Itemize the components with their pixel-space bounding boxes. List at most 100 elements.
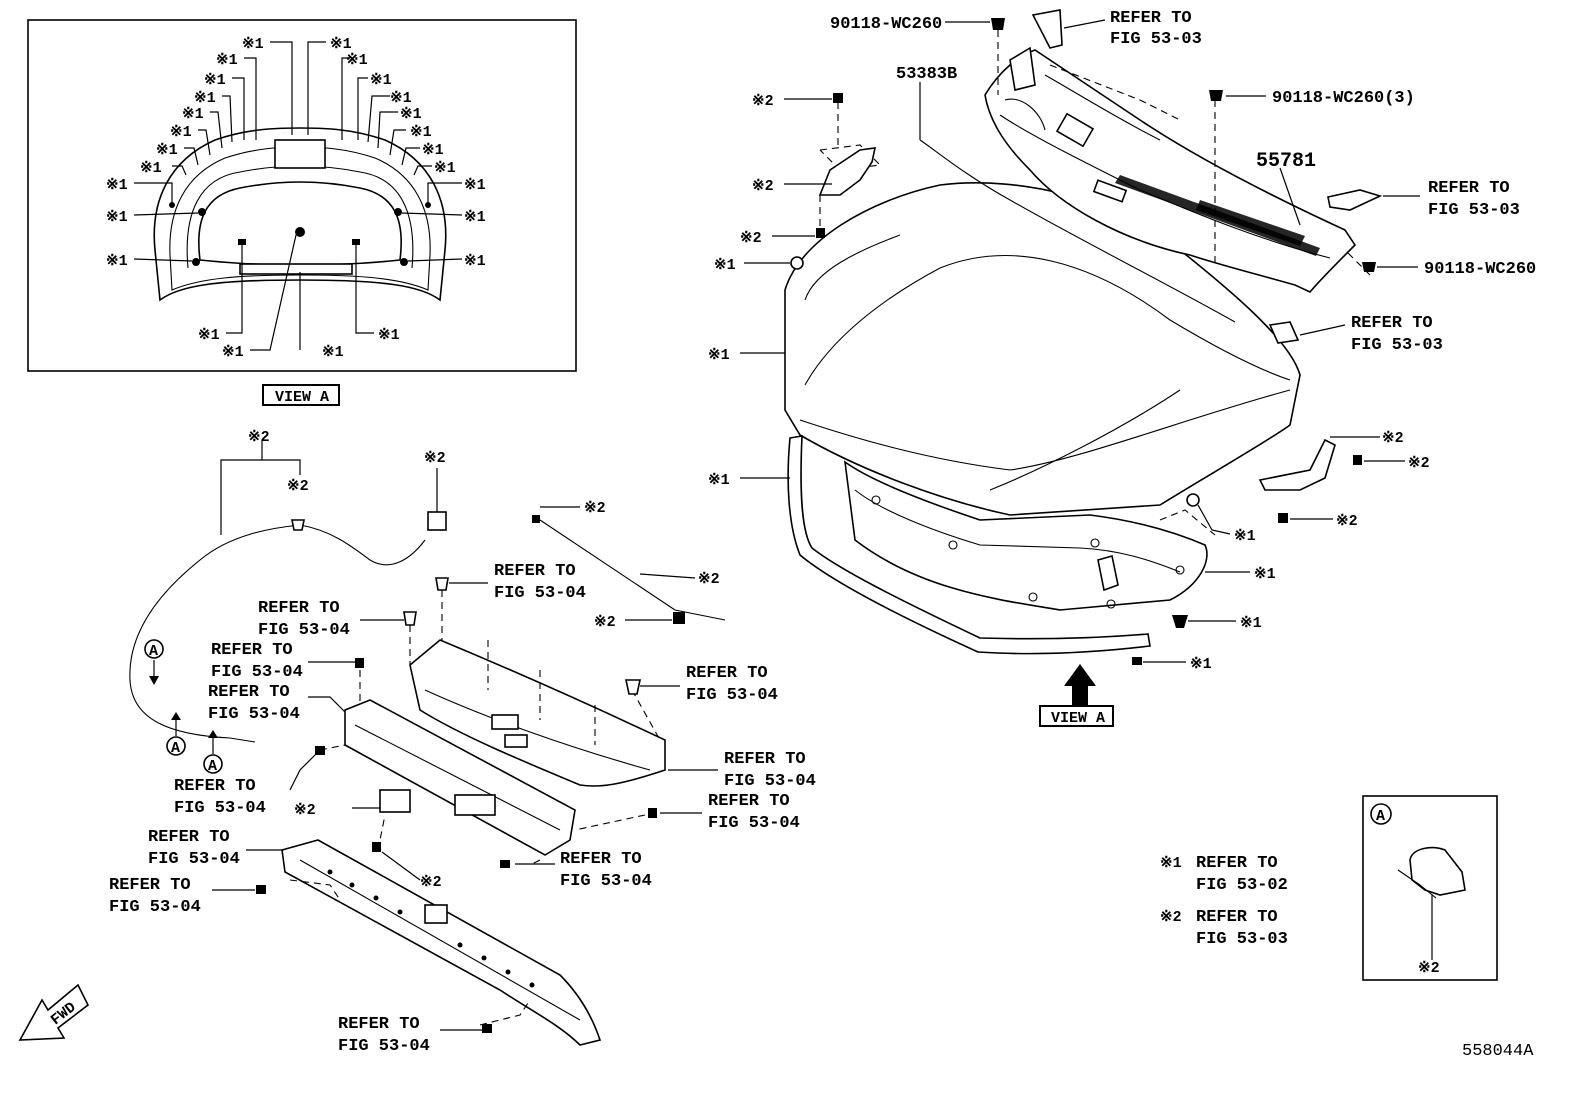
callout-mark1: ※1 xyxy=(106,253,128,270)
detail-a-inset: A ※2 xyxy=(1362,795,1498,981)
callout-mark1: ※1 xyxy=(242,36,264,53)
cable-clip-detail xyxy=(1409,846,1466,896)
refer-fig-label: FIG 53-04 xyxy=(338,1037,430,1056)
hood-bumper xyxy=(1268,321,1300,344)
svg-text:A: A xyxy=(171,740,180,757)
inset-callouts: ※1 ※1 ※1 ※1 ※1 ※1 ※1 ※1 ※1 ※1 ※1 ※1 ※1 ※… xyxy=(106,36,486,361)
refer-label: REFER TO xyxy=(724,750,806,769)
callout-mark2: ※2 xyxy=(594,614,616,631)
grommet-icon xyxy=(1186,493,1200,507)
bolt-icon xyxy=(500,860,510,868)
hood-assembly: VIEW A 90118-WC260 REFER TO FIG 53-03 53… xyxy=(708,9,1536,727)
release-cable-assembly: A A A xyxy=(109,429,816,1056)
clip-icon xyxy=(1209,90,1223,101)
refer-label: REFER TO xyxy=(148,828,230,847)
hood-latch xyxy=(379,789,411,813)
refer-fig-label: FIG 53-04 xyxy=(708,814,800,833)
circle-a-icon xyxy=(144,639,164,659)
refer-label: REFER TO xyxy=(174,777,256,796)
bolt-icon xyxy=(482,1024,492,1033)
callout-mark1: ※1 xyxy=(1234,528,1256,545)
hood-hinge-right xyxy=(1258,438,1336,491)
callout-mark1: ※1 xyxy=(156,142,178,159)
refer-fig-label: FIG 53-04 xyxy=(109,898,201,917)
callout-mark1: ※1 xyxy=(708,347,730,364)
part-number-label: 55781 xyxy=(1256,150,1316,173)
view-a-text: VIEW A xyxy=(275,389,329,406)
callout-mark2: ※2 xyxy=(698,571,720,588)
hood-side-crease xyxy=(989,389,1181,491)
callout-mark1: ※1 xyxy=(182,106,204,123)
hood-support-rod xyxy=(539,519,676,611)
callout-mark2: ※2 xyxy=(424,450,446,467)
callout-mark1: ※1 xyxy=(170,124,192,141)
clip-icon xyxy=(291,519,305,531)
part-number-label: 53383B xyxy=(896,65,957,84)
legend-fig: FIG 53-03 xyxy=(1196,930,1288,949)
hood-hinge-left xyxy=(818,147,877,196)
callout-mark1: ※1 xyxy=(106,177,128,194)
bolt-icon xyxy=(372,842,381,852)
callout-mark2: ※2 xyxy=(1408,455,1430,472)
refer-label: REFER TO xyxy=(208,683,290,702)
clip-icon xyxy=(1172,615,1188,628)
svg-text:A: A xyxy=(1376,808,1385,825)
callout-mark1: ※1 xyxy=(198,327,220,344)
inset-latch xyxy=(274,139,326,169)
circle-a-markers: A A A xyxy=(144,639,223,775)
refer-label: REFER TO xyxy=(494,562,576,581)
refer-label: REFER TO xyxy=(1110,9,1192,28)
fwd-arrow-icon xyxy=(18,983,90,1041)
legend-text: REFER TO xyxy=(1196,908,1278,927)
refer-label: REFER TO xyxy=(109,876,191,895)
hood-crease xyxy=(804,254,1291,386)
refer-fig-label: FIG 53-04 xyxy=(208,705,300,724)
hood-inner-bracket xyxy=(1097,554,1119,592)
callout-mark1: ※1 xyxy=(464,209,486,226)
callout-mark1: ※1 xyxy=(204,72,226,89)
refer-fig-label: FIG 53-04 xyxy=(494,584,586,603)
inset-lower-bar xyxy=(239,263,353,275)
cowl-side-cover xyxy=(1031,9,1063,49)
bolt-icon xyxy=(1353,455,1362,465)
callout-mark1: ※1 xyxy=(464,177,486,194)
radiator-support-cover xyxy=(409,639,666,787)
callout-mark1: ※1 xyxy=(422,142,444,159)
view-a-label: VIEW A xyxy=(1051,710,1105,727)
inset-hood-opening xyxy=(198,181,402,266)
bolt-icon xyxy=(833,93,843,103)
legend: ※1 REFER TO FIG 53-02 ※2 REFER TO FIG 53… xyxy=(1160,854,1288,949)
callout-mark2: ※2 xyxy=(1382,430,1404,447)
refer-label: REFER TO xyxy=(686,664,768,683)
hood-panel xyxy=(784,182,1301,516)
circle-a-icon xyxy=(166,736,186,756)
clip-icon xyxy=(1362,262,1376,272)
refer-fig-label: FIG 53-03 xyxy=(1428,201,1520,220)
callout-mark1: ※1 xyxy=(1190,656,1212,673)
callout-mark2: ※2 xyxy=(420,874,442,891)
callout-mark1: ※1 xyxy=(322,344,344,361)
refer-label: REFER TO xyxy=(1351,314,1433,333)
refer-label: REFER TO xyxy=(560,850,642,869)
hood-front-seal xyxy=(787,435,1151,655)
callout-mark2: ※2 xyxy=(1418,960,1440,977)
legend-mark1: ※1 xyxy=(1160,855,1182,872)
refer-fig-label: FIG 53-04 xyxy=(686,686,778,705)
cable-clip xyxy=(427,511,447,531)
inset-hood-inner xyxy=(169,146,431,291)
bolt-icon xyxy=(816,228,825,238)
refer-fig-label: FIG 53-03 xyxy=(1110,30,1202,49)
callout-mark1: ※1 xyxy=(400,106,422,123)
hood-inner-panel xyxy=(843,460,1208,611)
legend-text: REFER TO xyxy=(1196,854,1278,873)
refer-label: REFER TO xyxy=(258,599,340,618)
view-a-label-inset: VIEW A xyxy=(262,384,340,406)
view-a-label-box xyxy=(1039,705,1114,727)
clip-icon xyxy=(991,18,1005,30)
callout-mark1: ※1 xyxy=(1240,615,1262,632)
callout-mark1: ※1 xyxy=(370,72,392,89)
legend-fig: FIG 53-02 xyxy=(1196,876,1288,895)
callout-mark1: ※1 xyxy=(434,160,456,177)
callout-mark1: ※1 xyxy=(708,472,730,489)
